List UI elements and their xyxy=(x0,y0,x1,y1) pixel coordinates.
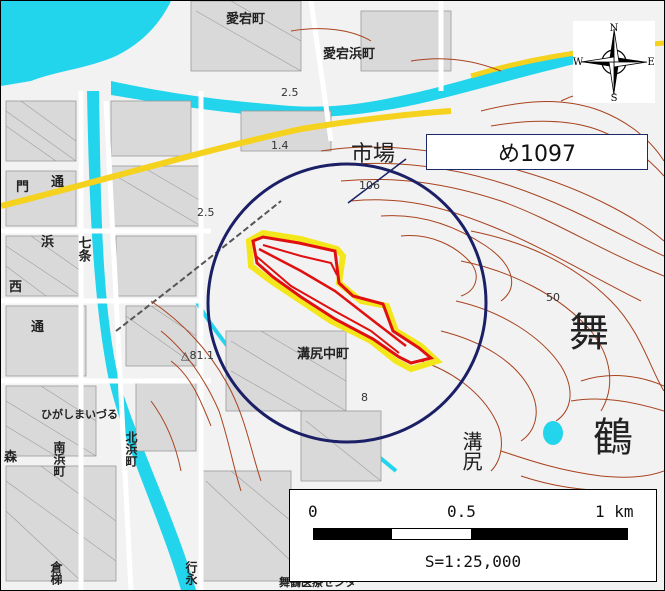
scale-tick-mid: 0.5 xyxy=(447,502,476,521)
label-mon: 門 xyxy=(16,180,29,195)
scale-bar xyxy=(313,528,628,540)
canal xyxy=(87,91,196,590)
scale-seg-2 xyxy=(392,529,471,539)
label-dori-1: 通 xyxy=(51,174,64,190)
label-sai: 西 xyxy=(9,280,22,295)
scale-tick-0: 0 xyxy=(308,502,318,521)
label-tsuru: 鶴 xyxy=(593,415,633,461)
label-minami-hama: 南浜町 xyxy=(52,440,66,478)
compass-w: W xyxy=(573,57,584,68)
road-label-25b: 2.5 xyxy=(197,206,215,219)
railway xyxy=(115,200,282,332)
compass-s: S xyxy=(611,93,618,103)
road-label-14: 1.4 xyxy=(271,139,289,152)
scale-legend: 0 0.5 1 km S=1:25,000 xyxy=(289,489,657,582)
sea-area xyxy=(1,1,171,86)
scale-seg-1 xyxy=(314,529,393,539)
scale-seg-3 xyxy=(470,529,627,539)
map-id-label: め1097 xyxy=(426,134,648,170)
road-label-25a: 2.5 xyxy=(281,86,299,99)
label-ichiba: 市場 xyxy=(351,142,395,167)
hazard-zone xyxy=(245,229,443,373)
leader-line xyxy=(347,158,407,204)
main-road xyxy=(1,108,452,209)
label-shichijo: 七条 xyxy=(76,236,92,263)
label-hama: 浜 xyxy=(41,234,54,250)
label-gyoei: 行永 xyxy=(184,560,198,586)
label-mizojiri-naka: 溝尻中町 xyxy=(297,346,349,362)
label-kita-hama: 北浜町 xyxy=(124,430,138,468)
pond xyxy=(543,421,563,445)
upper-river xyxy=(111,46,601,118)
compass-e: E xyxy=(647,57,654,68)
compass-n: N xyxy=(610,23,619,34)
label-atago-hama: 愛宕浜町 xyxy=(323,46,375,62)
label-higashimaizuru: ひがしまいづる xyxy=(41,407,118,421)
elev-81: △81.1 xyxy=(181,349,214,362)
compass-icon: N S E W xyxy=(573,23,655,104)
spot-8: 8 xyxy=(361,391,368,404)
map-id-text: め1097 xyxy=(498,142,576,167)
scale-tick-end: 1 km xyxy=(595,502,634,521)
target-circle xyxy=(206,162,488,444)
compass-rose: N S E W xyxy=(573,21,655,104)
contour-50: 50 xyxy=(546,291,560,304)
label-dori-2: 通 xyxy=(31,319,44,335)
label-atago-cho: 愛宕町 xyxy=(226,11,265,27)
label-mori: 森 xyxy=(4,449,18,465)
label-mizojiri: 溝尻 xyxy=(459,431,483,471)
elev-106: 106 xyxy=(359,179,380,192)
label-mai: 舞 xyxy=(569,310,609,356)
scale-ratio: S=1:25,000 xyxy=(424,552,522,571)
streets xyxy=(1,1,444,590)
label-kura: 倉梯 xyxy=(49,560,63,586)
contours xyxy=(150,28,664,492)
